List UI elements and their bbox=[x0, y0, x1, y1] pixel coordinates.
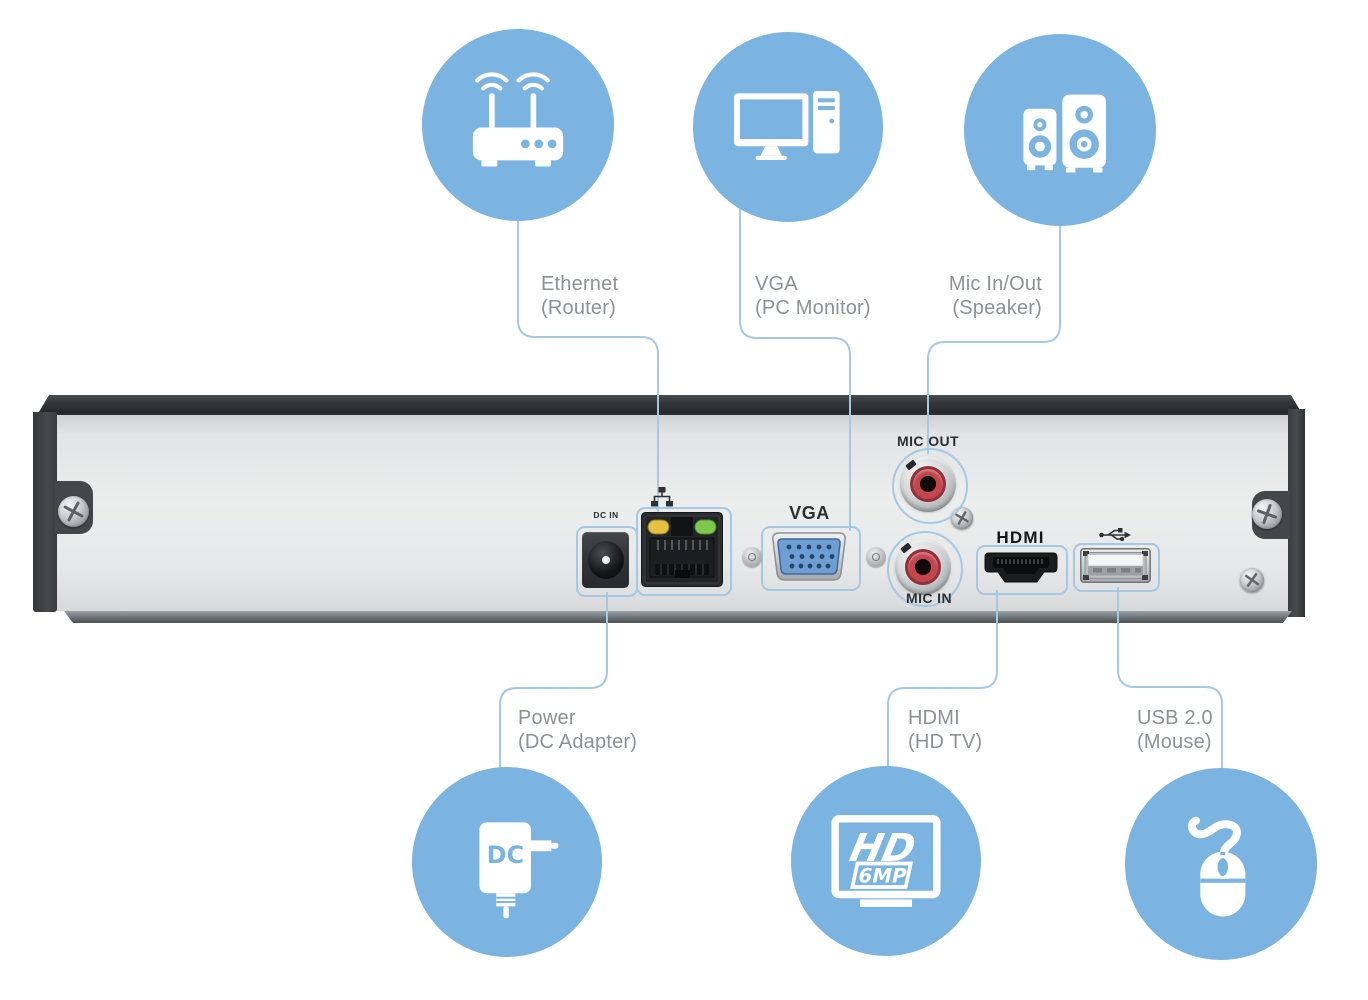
pc-monitor-circle bbox=[693, 32, 883, 222]
screw-panel-right bbox=[1240, 568, 1264, 592]
mic-in-rca-jack bbox=[895, 539, 951, 595]
mic-out-rca-jack bbox=[900, 456, 956, 512]
hd-tv-icon: HD 6MP bbox=[831, 815, 941, 907]
leader-vga bbox=[739, 170, 851, 531]
device-right-bracket bbox=[1288, 409, 1305, 617]
leader-ethernet bbox=[517, 150, 659, 512]
pc-monitor-icon bbox=[734, 91, 840, 160]
mic-out-callout-ring bbox=[892, 448, 968, 524]
hdmi-port bbox=[984, 552, 1058, 583]
leader-mic bbox=[927, 170, 1061, 454]
vga-connector bbox=[772, 532, 846, 581]
power-label: Power (DC Adapter) bbox=[518, 707, 638, 753]
router-icon bbox=[472, 72, 564, 167]
vga-screw-post-right bbox=[866, 547, 886, 567]
device-bottom-edge bbox=[64, 611, 1292, 623]
usb-trident-icon bbox=[1099, 528, 1131, 542]
usb-label: USB 2.0 (Mouse) bbox=[1137, 707, 1213, 753]
mouse-icon bbox=[1188, 816, 1246, 917]
leader-power bbox=[499, 592, 608, 790]
vga-port-label: VGA bbox=[789, 503, 830, 523]
svg-text:6MP: 6MP bbox=[856, 864, 909, 888]
mouse-circle bbox=[1125, 768, 1317, 960]
lan-network-icon bbox=[651, 487, 673, 507]
ethernet-rj45-port bbox=[641, 512, 723, 587]
vga-callout-box bbox=[761, 526, 861, 591]
screw-left-bracket bbox=[58, 496, 89, 527]
vga-screw-post-left bbox=[742, 547, 762, 567]
svg-text:DC: DC bbox=[487, 841, 525, 869]
mic-in-out-label: Mic In/Out (Speaker) bbox=[948, 273, 1042, 319]
screw-right-bracket bbox=[1252, 499, 1282, 529]
dc-barrel-jack bbox=[588, 541, 624, 579]
router-circle bbox=[422, 29, 614, 221]
speaker-icon bbox=[1023, 94, 1107, 173]
leader-usb bbox=[1117, 587, 1223, 792]
ethernet-callout-box bbox=[636, 507, 732, 596]
dc-adapter-icon: DC bbox=[479, 822, 559, 919]
hdmi-label: HDMI (HD TV) bbox=[908, 707, 983, 753]
hd-tv-circle: HD 6MP bbox=[791, 766, 981, 956]
mic-out-label: MIC OUT bbox=[897, 433, 959, 449]
device-left-bracket bbox=[33, 412, 57, 612]
mic-in-callout-ring bbox=[887, 531, 963, 607]
speaker-circle bbox=[964, 34, 1156, 226]
leader-hdmi bbox=[887, 590, 998, 790]
mic-in-label: MIC IN bbox=[906, 590, 952, 606]
dc-adapter-circle: DC bbox=[412, 767, 602, 957]
ethernet-label: Ethernet (Router) bbox=[541, 273, 619, 319]
dc-in-port-label: DC IN bbox=[593, 510, 619, 520]
device-top-edge bbox=[36, 395, 1304, 417]
usb-callout-box bbox=[1073, 543, 1160, 592]
hdmi-logo-text: HDMI bbox=[996, 528, 1045, 547]
hdmi-callout-box bbox=[976, 545, 1068, 595]
vga-label: VGA (PC Monitor) bbox=[755, 273, 871, 319]
dc-in-port bbox=[582, 532, 629, 588]
usb-port bbox=[1080, 548, 1151, 583]
